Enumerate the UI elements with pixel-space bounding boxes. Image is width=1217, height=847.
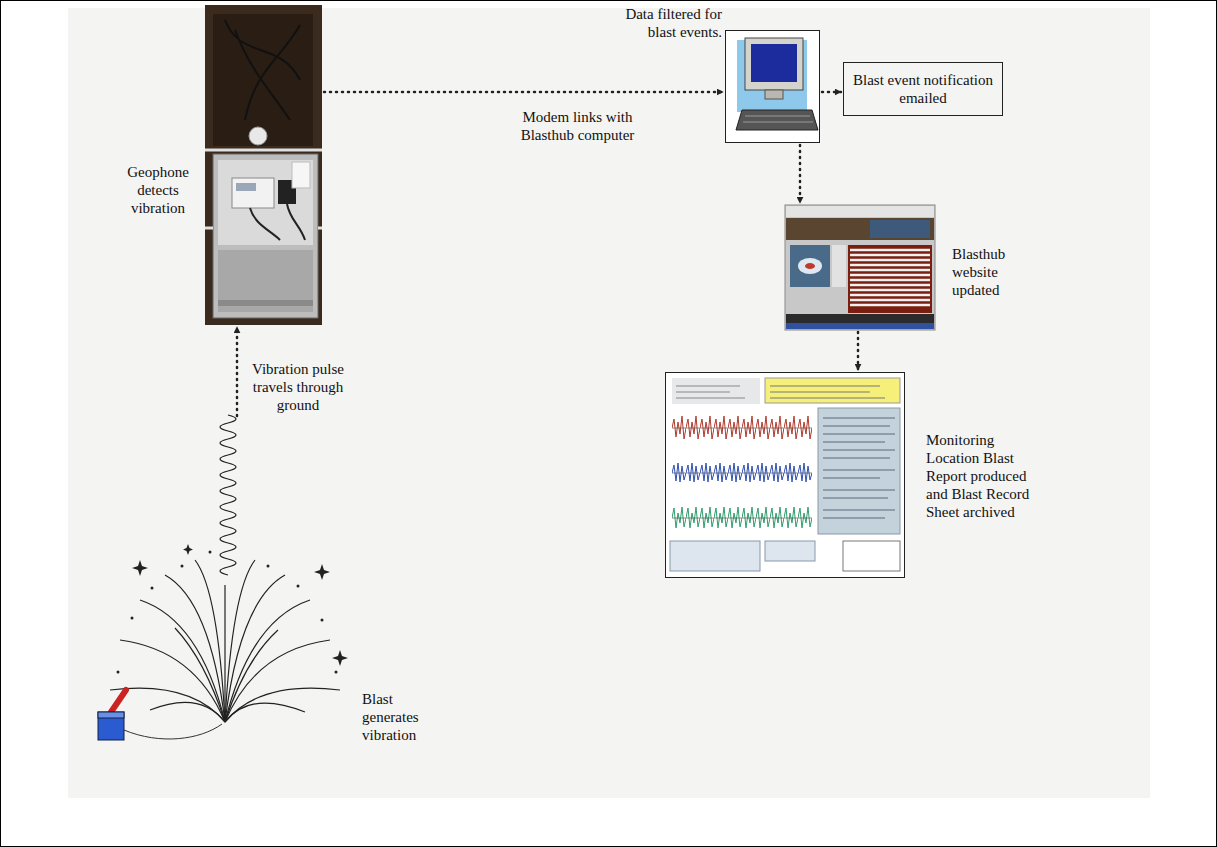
dotted-arrow <box>236 327 239 416</box>
edge-label: Modem links with Blasthub computer <box>505 108 650 144</box>
edge-label: Vibration pulse travels through ground <box>246 360 350 414</box>
caption-text: Geophone detects vibration <box>118 163 198 217</box>
dotted-arrow <box>324 91 723 94</box>
blast-illustration <box>98 415 348 740</box>
box-text: Blast event notification emailed <box>852 71 994 107</box>
blast-illustration: Blast generates vibration <box>95 418 360 745</box>
report-sheet: Monitoring Location Blast Report produce… <box>665 372 905 578</box>
dotted-arrow <box>822 91 841 94</box>
caption-text: Monitoring Location Blast Report produce… <box>926 431 1050 521</box>
website-screenshot <box>785 205 935 330</box>
caption-text: Blast generates vibration <box>362 690 436 744</box>
geophone-photo: Geophone detects vibration <box>205 5 322 325</box>
computer-icon <box>725 30 820 143</box>
blast-report-sheet <box>665 372 905 578</box>
dotted-arrow <box>857 332 860 370</box>
geophone-photo <box>205 5 322 325</box>
website-screenshot: Blasthub website updated <box>785 205 935 330</box>
caption-text: Data filtered for blast events. <box>604 5 722 41</box>
caption-text: Blasthub website updated <box>952 245 1032 299</box>
dotted-arrow <box>799 145 802 203</box>
process-box: Blast event notification emailed <box>843 62 1003 116</box>
computer-box: Data filtered for blast events. <box>725 30 820 143</box>
